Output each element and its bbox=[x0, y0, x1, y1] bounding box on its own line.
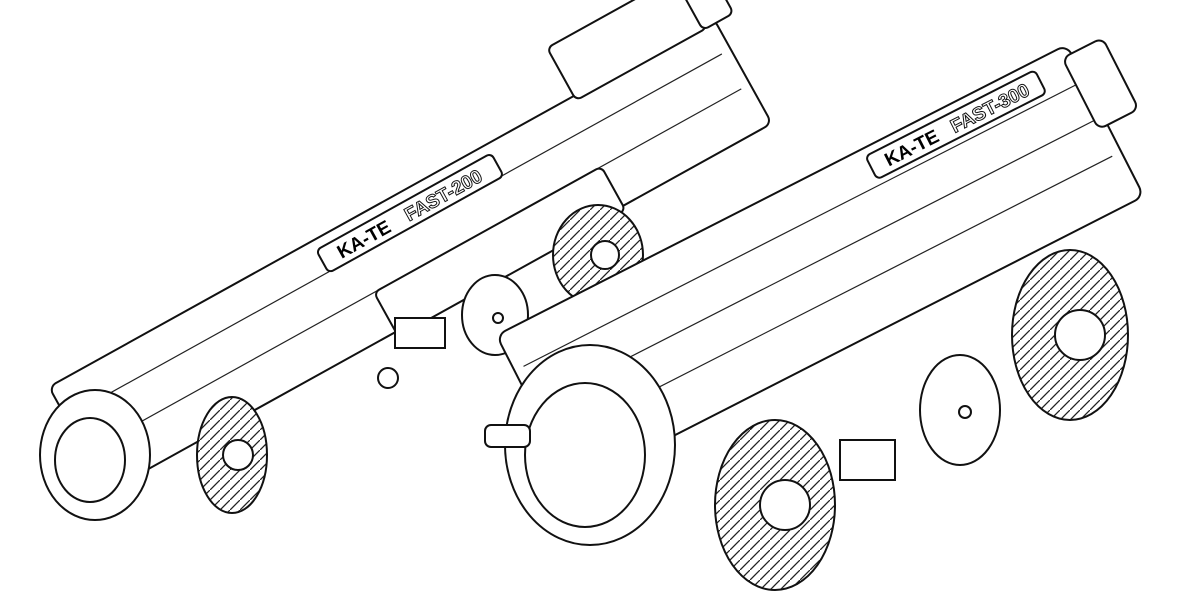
connector-box bbox=[394, 317, 446, 349]
knurled-knob bbox=[677, 0, 733, 29]
knurled-knob bbox=[1064, 39, 1137, 128]
side-light bbox=[484, 424, 531, 448]
robot-fast-200: KA-TE FAST-200 bbox=[39, 0, 770, 521]
side-panel bbox=[375, 167, 625, 336]
robot-fast-300: KA-TE FAST-300 bbox=[484, 39, 1142, 591]
connector-box bbox=[839, 439, 896, 481]
